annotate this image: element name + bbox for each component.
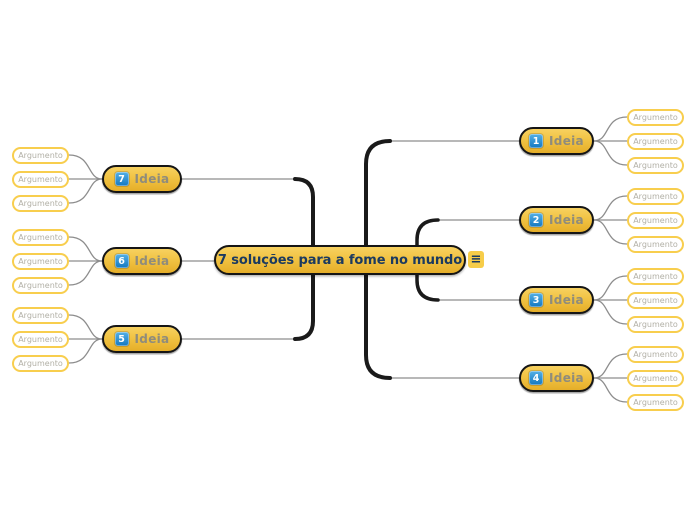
argument-node[interactable]: Argumento [627, 132, 684, 150]
idea-node-3[interactable]: 3 Ideia [519, 286, 594, 314]
argument-node[interactable]: Argumento [12, 330, 69, 348]
central-topic-label: 7 soluções para a fome no mundo [217, 252, 463, 268]
connector-line [593, 116, 628, 142]
connector-line [593, 219, 628, 245]
argument-node[interactable]: Argumento [627, 235, 684, 253]
argument-node[interactable]: Argumento [12, 146, 69, 164]
idea-node-5[interactable]: 5 Ideia [102, 325, 182, 353]
idea-number-badge: 1 [529, 134, 544, 148]
argument-node[interactable]: Argumento [627, 345, 684, 363]
connector-line [68, 338, 103, 364]
idea-node-4[interactable]: 4 Ideia [519, 364, 594, 392]
connector-line [68, 314, 103, 340]
argument-node[interactable]: Argumento [627, 156, 684, 174]
argument-node[interactable]: Argumento [627, 211, 684, 229]
connector-line [68, 236, 103, 262]
idea-number-badge: 5 [114, 332, 129, 346]
argument-node[interactable]: Argumento [627, 108, 684, 126]
argument-node[interactable]: Argumento [12, 354, 69, 372]
idea-label: Ideia [134, 172, 170, 186]
argument-node[interactable]: Argumento [627, 393, 684, 411]
connector-line [593, 377, 628, 403]
argument-node[interactable]: Argumento [627, 369, 684, 387]
idea-node-7[interactable]: 7 Ideia [102, 165, 182, 193]
idea-number-badge: 3 [529, 293, 544, 307]
idea-number-badge: 4 [529, 371, 544, 385]
argument-node[interactable]: Argumento [12, 276, 69, 294]
argument-node[interactable]: Argumento [12, 194, 69, 212]
connector-line [593, 353, 628, 379]
idea-number-badge: 7 [114, 172, 129, 186]
argument-node[interactable]: Argumento [12, 252, 69, 270]
argument-node[interactable]: Argumento [627, 187, 684, 205]
argument-node[interactable]: Argumento [12, 306, 69, 324]
argument-node[interactable]: Argumento [12, 228, 69, 246]
idea-node-2[interactable]: 2 Ideia [519, 206, 594, 234]
connector-line [593, 195, 628, 221]
idea-node-6[interactable]: 6 Ideia [102, 247, 182, 275]
connector-line [68, 154, 103, 180]
idea-label: Ideia [134, 254, 170, 268]
central-topic-node[interactable]: 7 soluções para a fome no mundo [214, 245, 466, 275]
idea-node-1[interactable]: 1 Ideia [519, 127, 594, 155]
connector-line [593, 299, 628, 325]
connector-line [593, 140, 628, 166]
idea-label: Ideia [134, 332, 170, 346]
idea-label: Ideia [549, 134, 584, 148]
connector-line [593, 275, 628, 301]
idea-number-badge: 2 [529, 213, 544, 227]
argument-node[interactable]: Argumento [627, 315, 684, 333]
argument-node[interactable]: Argumento [12, 170, 69, 188]
idea-label: Ideia [549, 213, 584, 227]
connector-line [68, 260, 103, 286]
connector-line [68, 178, 103, 204]
idea-number-badge: 6 [114, 254, 129, 268]
idea-label: Ideia [549, 371, 584, 385]
argument-node[interactable]: Argumento [627, 291, 684, 309]
topic-menu-icon[interactable]: ≡ [468, 251, 484, 268]
argument-node[interactable]: Argumento [627, 267, 684, 285]
idea-label: Ideia [549, 293, 584, 307]
